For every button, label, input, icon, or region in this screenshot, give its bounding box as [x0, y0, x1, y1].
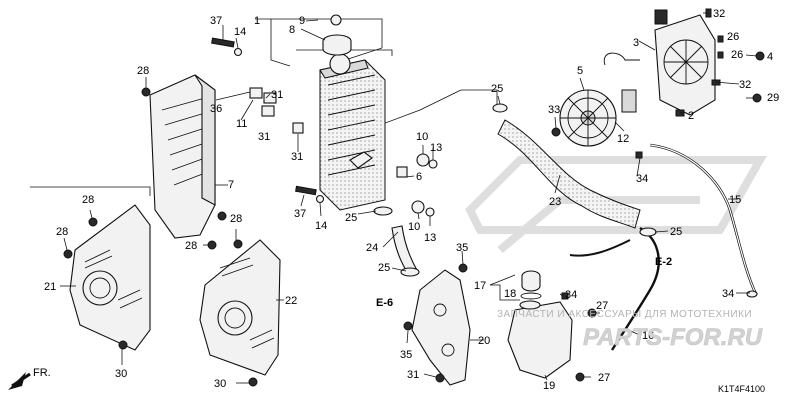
callout-34: 34: [636, 173, 648, 185]
callout-24: 24: [366, 242, 378, 254]
callout-11: 11: [236, 118, 247, 130]
tank-bracket: [411, 269, 471, 386]
diagram-code: K1T4F4100: [718, 384, 765, 394]
callout-5: 5: [577, 65, 583, 77]
ref-e2: E-2: [655, 256, 672, 268]
callout-31: 31: [271, 89, 283, 101]
watermark: ЗАПЧАСТИ И АКСЕССУАРЫ ДЛЯ МОТОТЕХНИКИ PA…: [497, 309, 763, 351]
callout-14: 14: [315, 220, 327, 232]
callout-23: 23: [549, 196, 561, 208]
callout-28: 28: [82, 194, 94, 206]
watermark-line-1: ЗАПЧАСТИ И АКСЕССУАРЫ ДЛЯ МОТОТЕХНИКИ: [497, 309, 752, 320]
callout-31: 31: [407, 369, 419, 381]
callout-6: 6: [416, 171, 422, 183]
callout-32: 32: [739, 79, 751, 91]
watermark-line-2: PARTS-FOR.RU: [583, 324, 763, 351]
reserve-tank: [507, 270, 573, 379]
callout-27: 27: [596, 300, 608, 312]
callout-37: 37: [210, 15, 222, 27]
callout-35: 35: [400, 349, 412, 361]
leader-lines: [60, 12, 758, 384]
callout-4: 4: [767, 51, 773, 63]
callout-32: 32: [713, 8, 725, 20]
callout-7: 7: [228, 179, 234, 191]
callout-14: 14: [234, 26, 246, 38]
callout-19: 19: [543, 380, 555, 392]
callout-28: 28: [230, 213, 242, 225]
callout-31: 31: [291, 151, 303, 163]
callout-8: 8: [289, 24, 295, 36]
callout-17: 17: [474, 280, 486, 292]
callout-1: 1: [254, 15, 260, 27]
callout-34: 34: [722, 288, 734, 300]
callout-20: 20: [478, 335, 490, 347]
hardware: [63, 8, 765, 387]
assembly-bracket-lines: [30, 18, 498, 196]
callout-21: 21: [44, 281, 56, 293]
callout-16: 16: [642, 330, 654, 342]
callout-25: 25: [345, 212, 357, 224]
callout-18: 18: [504, 288, 516, 300]
callout-25: 25: [670, 226, 682, 238]
callout-30: 30: [214, 378, 226, 390]
callout-25: 25: [378, 262, 390, 274]
callout-15: 15: [729, 194, 741, 206]
callout-3: 3: [633, 37, 639, 49]
callout-34: 34: [565, 289, 577, 301]
callout-13: 13: [430, 142, 442, 154]
callout-33: 33: [548, 104, 560, 116]
callout-25: 25: [491, 83, 503, 95]
callout-22: 22: [285, 295, 297, 307]
front-arrow-label: FR.: [33, 367, 51, 379]
callout-13: 13: [424, 232, 436, 244]
callout-35: 35: [456, 242, 468, 254]
radiator-guard: [149, 74, 216, 239]
front-direction-arrow: FR.: [8, 367, 51, 390]
callout-26: 26: [727, 31, 739, 43]
watermark-ghost: [465, 156, 767, 254]
callout-36: 36: [210, 103, 222, 115]
radiator: [319, 14, 386, 211]
callout-28: 28: [137, 65, 149, 77]
fan-assembly: [559, 9, 716, 147]
callout-12: 12: [617, 133, 629, 145]
ref-e6: E-6: [376, 297, 393, 309]
callout-10: 10: [408, 221, 420, 233]
callout-numbers: 37 14 1 8 9 28 7 36 31 11 31 31 37 14 25…: [44, 8, 779, 392]
callout-28: 28: [185, 240, 197, 252]
callout-37: 37: [294, 208, 306, 220]
callout-26: 26: [731, 49, 743, 61]
callout-27: 27: [598, 372, 610, 384]
right-lower-cover: [199, 239, 281, 376]
callout-10: 10: [416, 131, 428, 143]
hoses: [391, 119, 757, 351]
callout-2: 2: [688, 110, 694, 122]
callout-30: 30: [115, 368, 127, 380]
left-lower-cover: [69, 204, 151, 351]
callout-29: 29: [767, 92, 779, 104]
callout-9: 9: [299, 15, 305, 27]
callout-31: 31: [258, 131, 270, 143]
callout-28: 28: [56, 226, 68, 238]
